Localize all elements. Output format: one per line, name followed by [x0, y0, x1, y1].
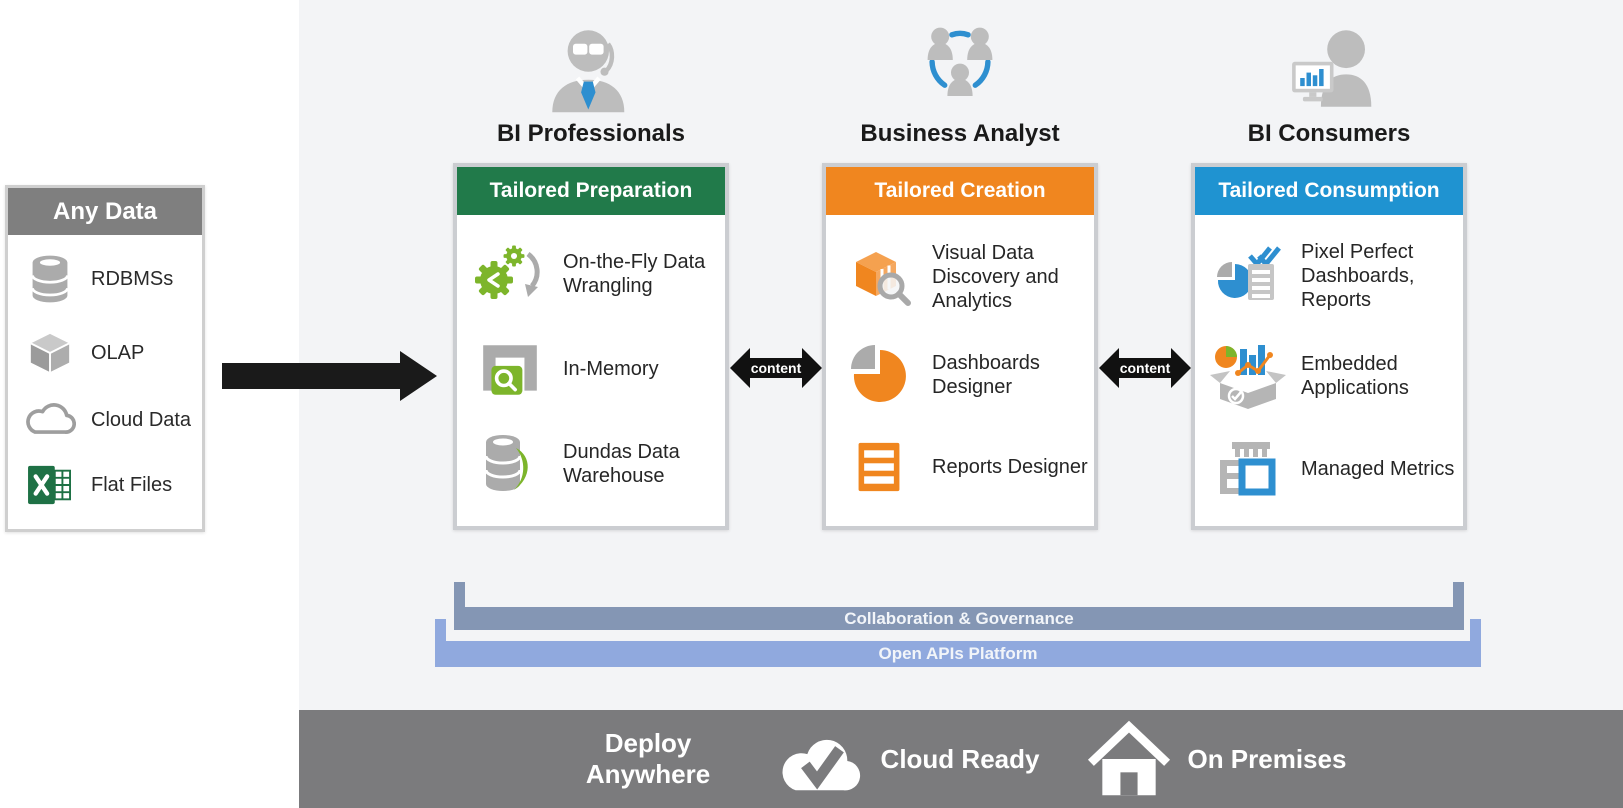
persona-bi-professionals: BI Professionals [453, 24, 729, 148]
list-item: Cloud Data [24, 402, 198, 438]
bi-consumers-icon [1191, 24, 1467, 114]
list-item: Dundas Data Warehouse [471, 432, 719, 496]
any-data-item-label: Cloud Data [91, 408, 192, 431]
card-tailored-creation: Tailored Creation Visual Data Discovery … [822, 163, 1098, 530]
card-item-label: Reports Designer [932, 455, 1088, 478]
list-item: Embedded Applications [1209, 341, 1457, 411]
card-item-label: Managed Metrics [1301, 457, 1455, 480]
footer-item-label: On Premises [1187, 743, 1347, 774]
card-header: Tailored Consumption [1195, 167, 1463, 215]
any-data-items: RDBMSs OLAP [8, 235, 202, 529]
list-item: RDBMSs [24, 254, 198, 304]
list-item: Managed Metrics [1209, 440, 1457, 498]
open-apis-platform-bar: Open APIs Platform [435, 619, 1481, 667]
right-arrow-icon [222, 350, 437, 402]
managed-metrics-icon [1209, 440, 1287, 498]
report-icon [840, 438, 918, 496]
list-item: On-the-Fly Data Wrangling [471, 242, 719, 306]
footer-item-on-premises: On Premises [1085, 719, 1346, 799]
any-data-item-label: RDBMSs [91, 267, 174, 290]
card-item-label: On-the-Fly Data Wrangling [563, 250, 706, 297]
cloud-icon [24, 402, 76, 438]
deploy-anywhere-title: Deploy Anywhere [585, 728, 711, 789]
cloud-check-icon [773, 720, 867, 798]
business-analyst-icon [822, 24, 1098, 114]
content-arrow-icon: content [730, 344, 822, 392]
list-item: Visual Data Discovery and Analytics [840, 241, 1088, 313]
card-item-label: Dundas Data Warehouse [563, 440, 680, 487]
card-item-label: Embedded Applications [1301, 352, 1409, 399]
data-wrangling-gears-icon [471, 242, 549, 306]
list-item: OLAP [24, 330, 198, 376]
content-arrow-icon: content [1099, 344, 1191, 392]
excel-icon [24, 464, 76, 506]
embedded-apps-icon [1209, 341, 1287, 411]
list-item: Pixel Perfect Dashboards, Reports [1209, 240, 1457, 312]
cube-search-icon [840, 246, 918, 308]
bar-end-tab [435, 619, 446, 641]
card-item-label: In-Memory [563, 357, 659, 380]
card-item-label: Dashboards Designer [932, 352, 1040, 399]
database-icon [24, 254, 76, 304]
content-arrow-label: content [751, 360, 802, 376]
any-data-panel: Any Data RDBMSs [5, 185, 205, 532]
bar-end-tab [1453, 582, 1464, 607]
card-item-label: Visual Data Discovery and Analytics [932, 242, 1059, 313]
bar-label: Open APIs Platform [878, 644, 1038, 663]
list-item: Flat Files [24, 464, 198, 506]
content-arrow-label: content [1120, 360, 1171, 376]
persona-bi-consumers: BI Consumers [1191, 24, 1467, 148]
bar-end-tab [1470, 619, 1481, 641]
bar-label: Collaboration & Governance [844, 608, 1074, 628]
any-data-item-label: OLAP [91, 341, 145, 364]
in-memory-icon [471, 339, 549, 399]
footer-item-cloud-ready: Cloud Ready [773, 720, 1040, 798]
house-icon [1085, 719, 1173, 799]
card-tailored-preparation: Tailored Preparation [453, 163, 729, 530]
persona-title: Business Analyst [860, 120, 1060, 147]
persona-title: BI Professionals [496, 120, 686, 147]
any-data-header: Any Data [8, 188, 202, 235]
deploy-anywhere-bar: Deploy Anywhere Cloud Ready On Premises [299, 710, 1623, 808]
bi-professional-icon [453, 24, 729, 114]
list-item: In-Memory [471, 339, 719, 399]
dashboard-report-icon [1209, 244, 1287, 308]
persona-business-analyst: Business Analyst [822, 24, 1098, 148]
collaboration-governance-bar: Collaboration & Governance [454, 582, 1464, 630]
pie-chart-icon [840, 345, 918, 405]
bar-end-tab [454, 582, 465, 607]
card-header: Tailored Preparation [457, 167, 725, 215]
data-warehouse-icon [471, 432, 549, 496]
any-data-item-label: Flat Files [91, 473, 173, 496]
footer-item-label: Cloud Ready [880, 743, 1040, 774]
card-header: Tailored Creation [826, 167, 1094, 215]
olap-cube-icon [24, 330, 76, 376]
persona-title: BI Consumers [1247, 120, 1411, 147]
card-tailored-consumption: Tailored Consumption [1191, 163, 1467, 530]
list-item: Dashboards Designer [840, 345, 1088, 405]
card-item-label: Pixel Perfect Dashboards, Reports [1301, 240, 1415, 311]
list-item: Reports Designer [840, 438, 1088, 496]
